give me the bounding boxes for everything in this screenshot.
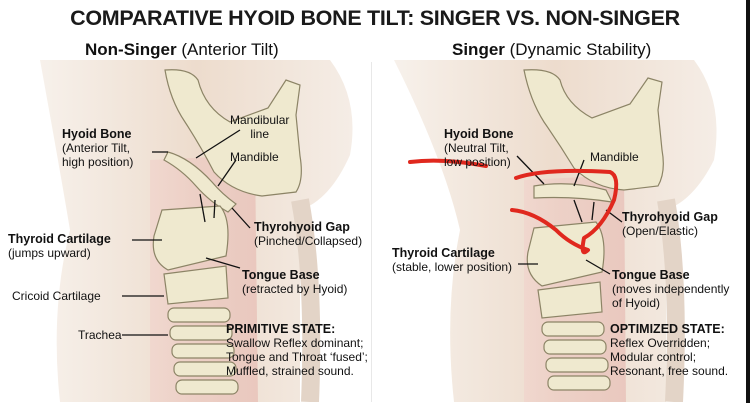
panel-divider xyxy=(371,62,372,402)
left-panel-heading: Non-Singer (Anterior Tilt) xyxy=(85,40,279,60)
optimized-state-block: OPTIMIZED STATE: Reflex Overridden; Modu… xyxy=(610,322,728,378)
thyroid-cartilage-label: Thyroid Cartilage (jumps upward) xyxy=(8,232,111,260)
thyroid-cartilage-label: Thyroid Cartilage (stable, lower positio… xyxy=(392,246,512,274)
page-title: COMPARATIVE HYOID BONE TILT: SINGER VS. … xyxy=(0,6,750,31)
right-heading-sub: (Dynamic Stability) xyxy=(510,40,652,59)
right-panel-heading: Singer (Dynamic Stability) xyxy=(452,40,651,60)
left-heading-sub: (Anterior Tilt) xyxy=(181,40,278,59)
non-singer-panel: Mandibular line Mandible Hyoid Bone (Ant… xyxy=(0,60,368,402)
hyoid-bone-label: Hyoid Bone (Neutral Tilt, low position) xyxy=(444,127,513,169)
hyoid-bone-label: Hyoid Bone (Anterior Tilt, high position… xyxy=(62,127,133,169)
tongue-base-label: Tongue Base (retracted by Hyoid) xyxy=(242,268,347,296)
thyrohyoid-gap-label: Thyrohyoid Gap (Open/Elastic) xyxy=(622,210,718,238)
right-edge-border xyxy=(746,0,750,403)
trachea-label: Trachea xyxy=(78,328,122,342)
tongue-base-label: Tongue Base (moves independently of Hyoi… xyxy=(612,268,729,310)
right-heading-main: Singer xyxy=(452,40,505,59)
singer-panel: Mandible Hyoid Bone (Neutral Tilt, low p… xyxy=(374,60,742,402)
cricoid-cartilage-label: Cricoid Cartilage xyxy=(12,289,101,303)
left-heading-main: Non-Singer xyxy=(85,40,177,59)
mandibular-line-label: Mandibular line xyxy=(230,113,289,141)
mandible-label: Mandible xyxy=(590,150,639,164)
mandible-label: Mandible xyxy=(230,150,279,164)
primitive-state-block: PRIMITIVE STATE: Swallow Reflex dominant… xyxy=(226,322,368,378)
thyrohyoid-gap-label: Thyrohyoid Gap (Pinched/Collapsed) xyxy=(254,220,362,248)
